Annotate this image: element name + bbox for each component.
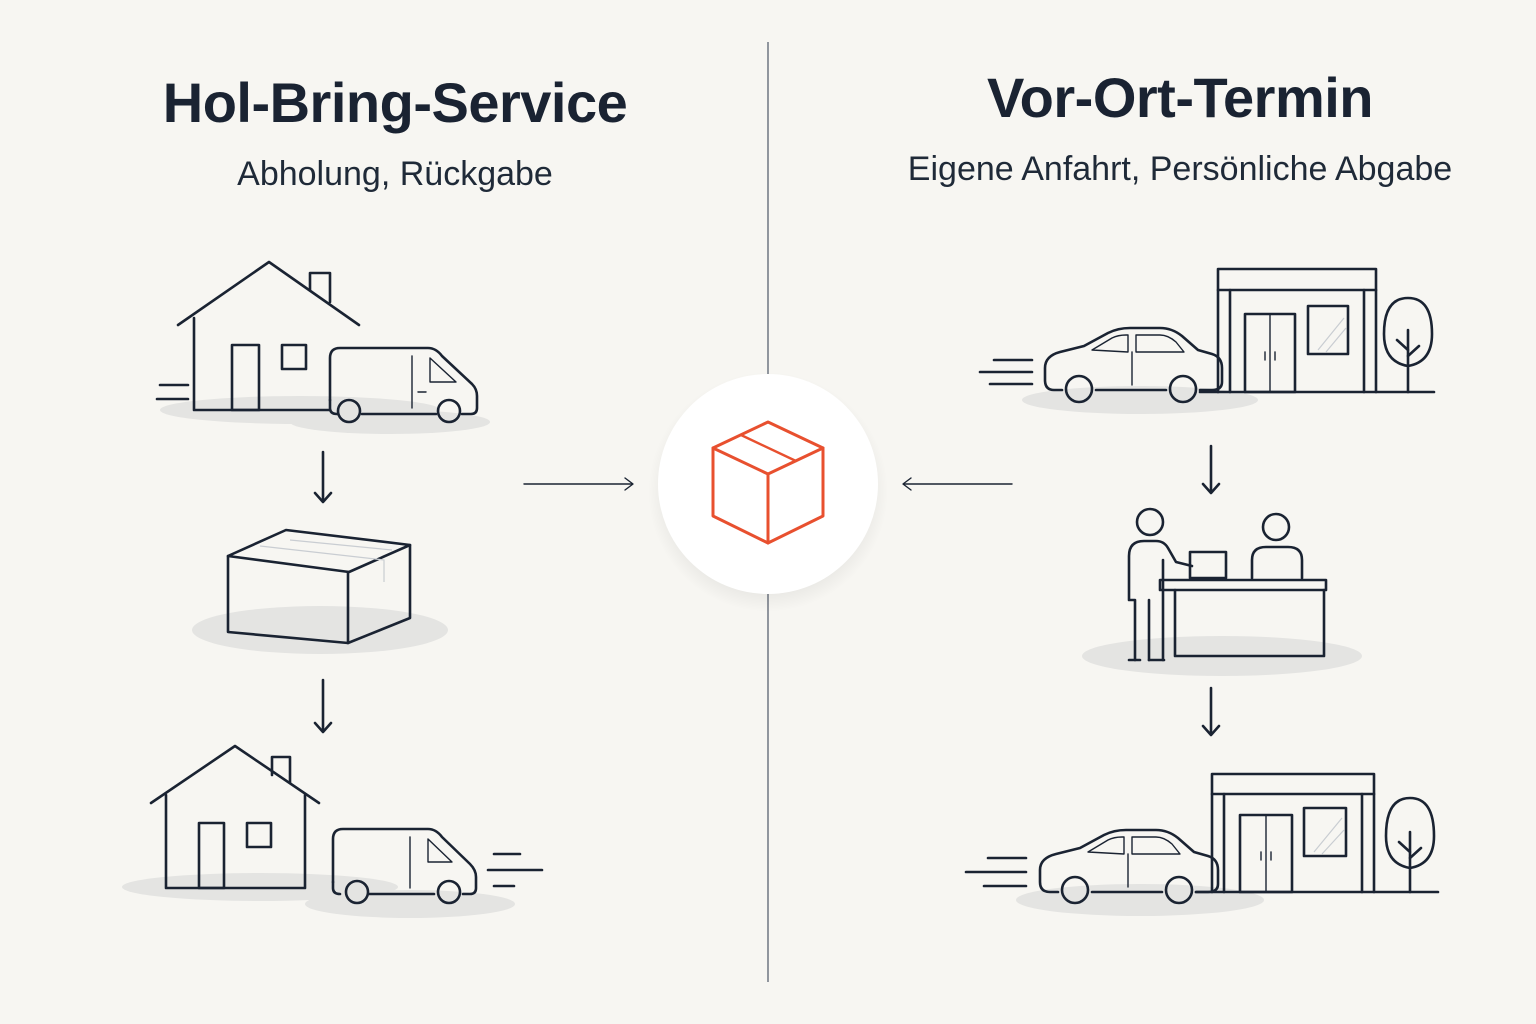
left-title: Hol-Bring-Service	[162, 71, 628, 134]
arrow-down-icon	[313, 450, 333, 504]
arrow-down-icon	[313, 678, 333, 734]
counter-handover-icon	[1082, 507, 1362, 676]
left-subtitle: Abholung, Rückgabe	[237, 155, 553, 193]
right-title: Vor-Ort-Termin	[986, 66, 1374, 129]
arrow-down-icon	[1201, 686, 1221, 737]
right-subtitle: Eigene Anfahrt, Persönliche Abgabe	[907, 150, 1453, 188]
package-icon	[711, 420, 825, 545]
parcel-box-icon	[192, 528, 448, 654]
arrow-left-icon	[902, 477, 1013, 491]
car-at-building-icon	[978, 267, 1436, 414]
arrow-right-icon	[523, 477, 634, 491]
car-at-building-icon	[964, 772, 1440, 916]
center-badge	[648, 372, 888, 612]
house-with-van-icon	[122, 744, 544, 918]
house-with-van-icon	[155, 260, 490, 434]
arrow-down-icon	[1201, 444, 1221, 495]
